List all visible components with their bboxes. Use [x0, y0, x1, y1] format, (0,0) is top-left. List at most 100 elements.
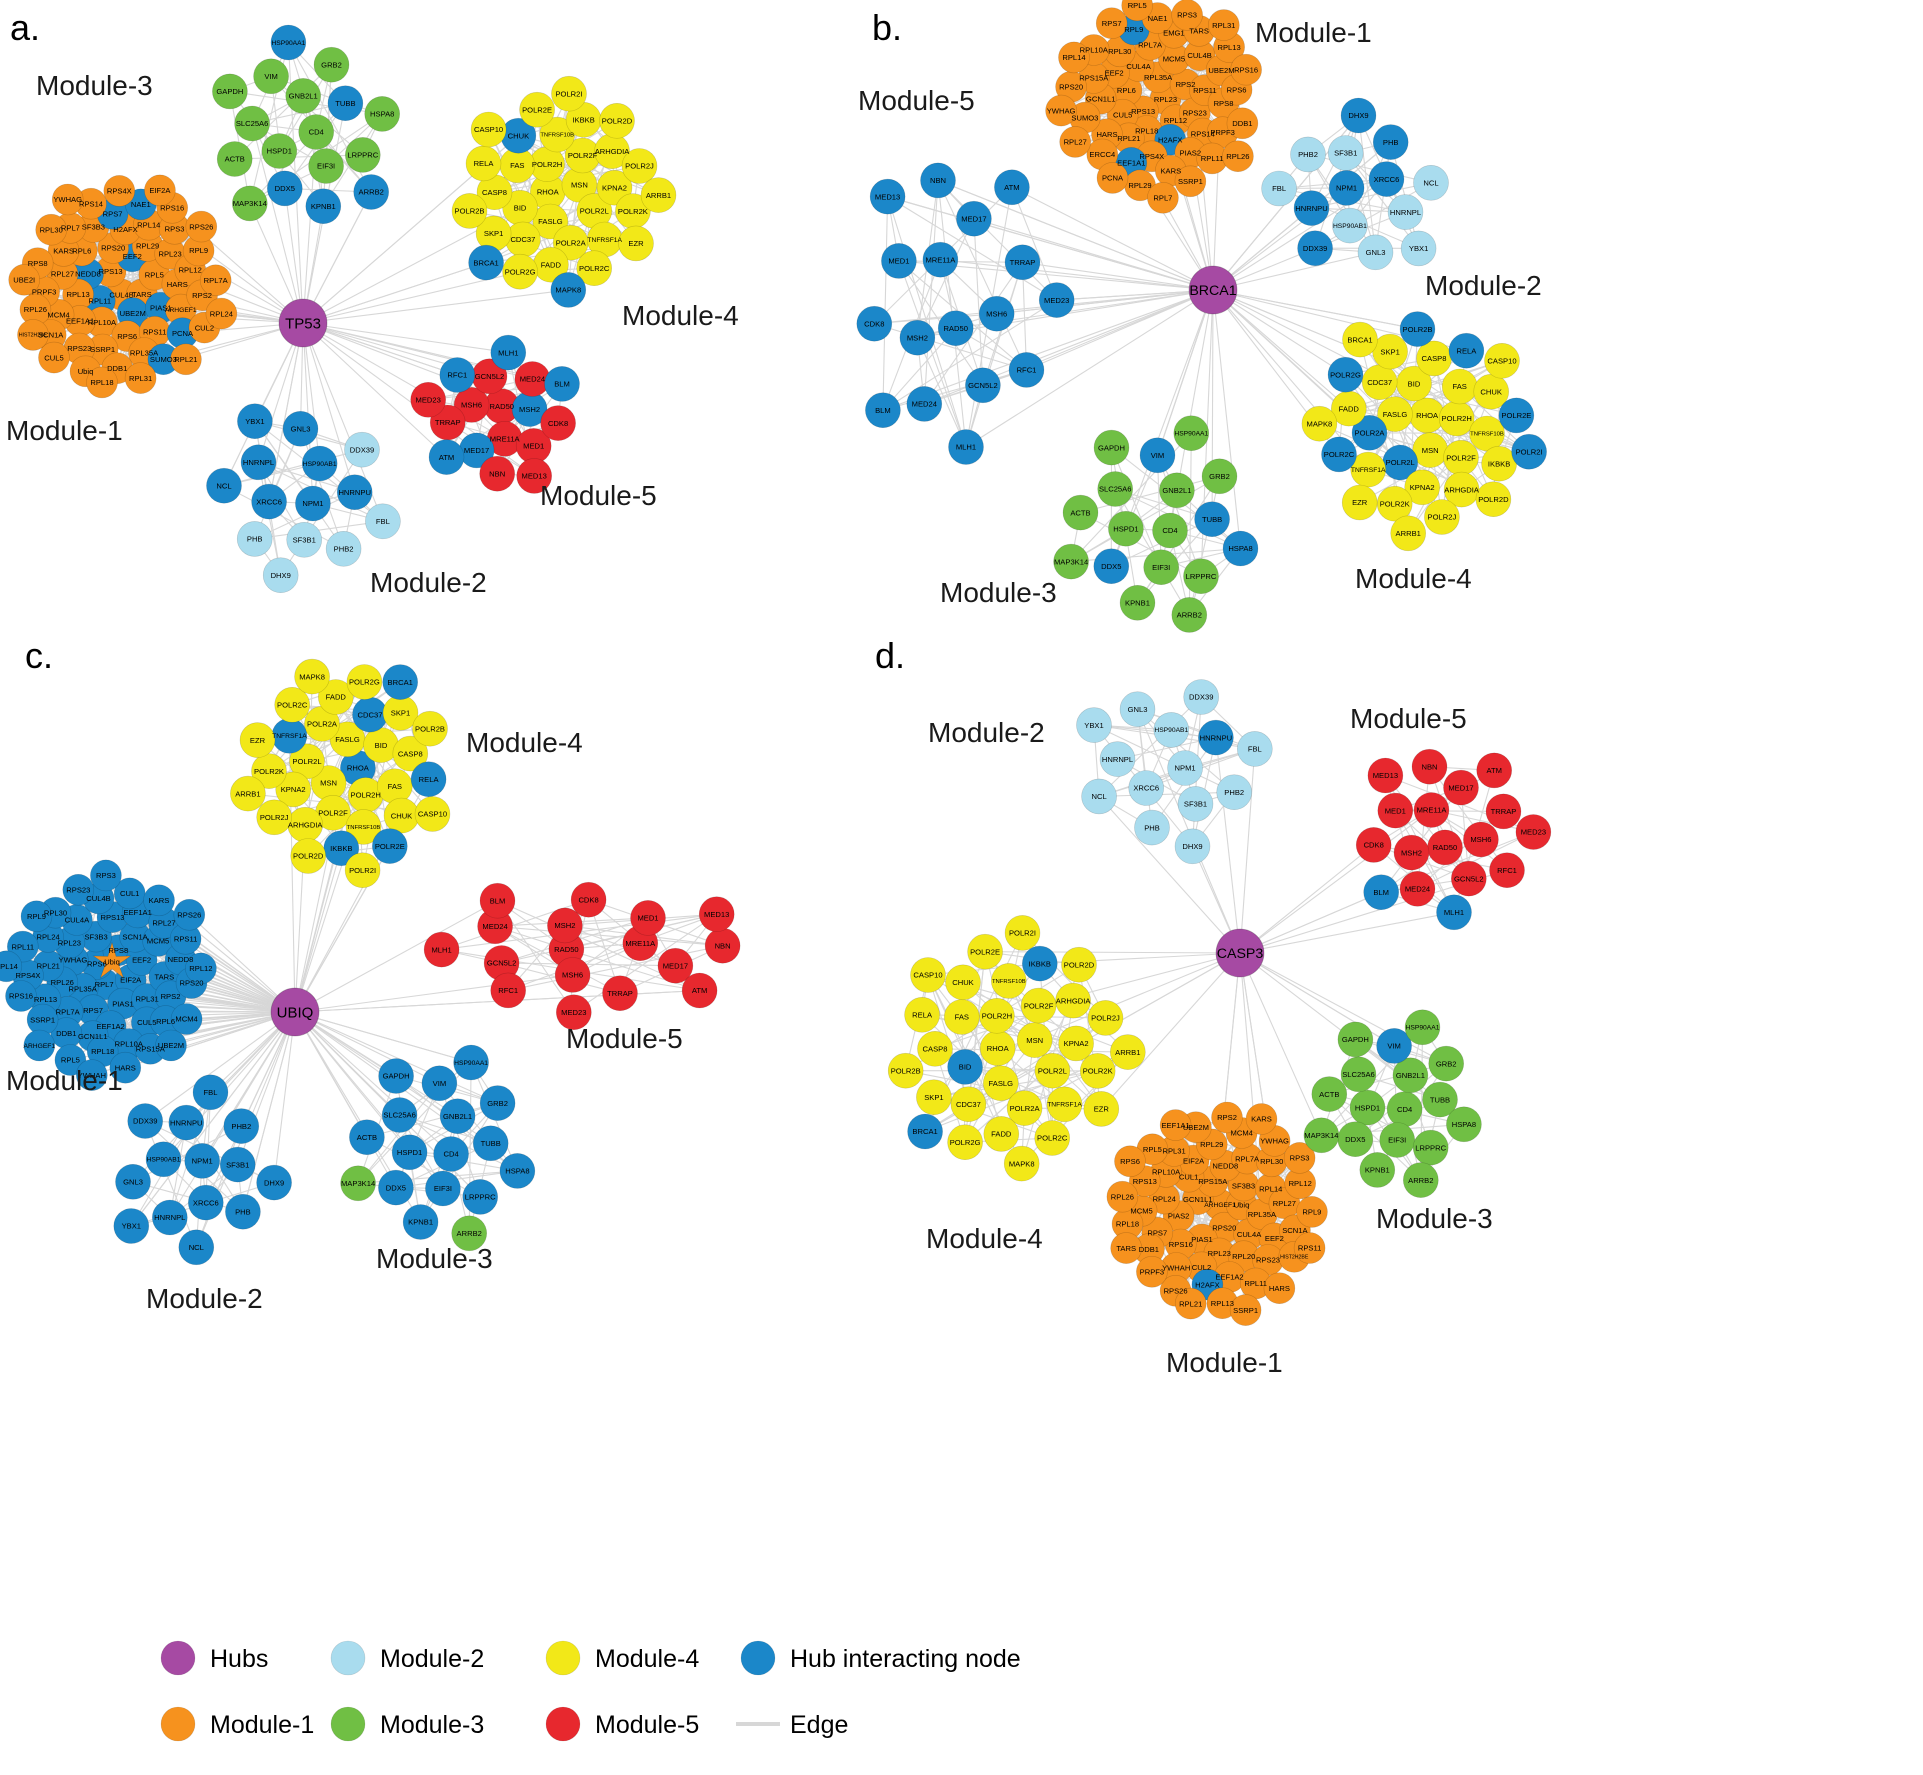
node-RPS3	[90, 859, 122, 892]
node-label: HIST2H2BE	[19, 333, 48, 339]
node-label: RHOA	[987, 1044, 1010, 1053]
node-CASP10	[414, 796, 451, 832]
node-label: EIF2A	[149, 186, 171, 195]
node-label: POLR2B	[891, 1066, 921, 1075]
node-label: RPL5	[1143, 1145, 1162, 1154]
node-label: MSH2	[1401, 848, 1422, 857]
node-label: RPL14	[137, 220, 160, 229]
edge	[1098, 696, 1202, 797]
node-label: SCN1A	[1282, 1226, 1308, 1235]
node-label: MRE11A	[925, 255, 956, 264]
node-label: ARRB1	[235, 789, 260, 798]
node-label: MCM5	[1163, 54, 1185, 63]
node-label: POLR2E	[1501, 411, 1531, 420]
node-label: MAPK8	[1307, 419, 1333, 428]
panel-letter: b.	[872, 7, 902, 48]
node-label: H2AFX	[1195, 1280, 1219, 1289]
node-label: HSP90AA1	[271, 40, 305, 47]
node-label: VIM	[1151, 451, 1165, 460]
node-PHB	[236, 521, 273, 557]
node-label: MAPK8	[555, 286, 581, 295]
legend-swatch-module-5	[545, 1706, 581, 1742]
node-label: XRCC6	[256, 497, 282, 506]
node-label: RPS23	[67, 344, 91, 353]
node-HARS	[1263, 1272, 1296, 1304]
module-label: Module-4	[466, 727, 583, 758]
node-YBX1	[1076, 707, 1112, 743]
node-label: GCN5L2	[968, 381, 998, 390]
legend-swatch-module-4	[545, 1640, 581, 1676]
node-RPS16	[1230, 53, 1262, 86]
node-label: CUL4A	[1237, 1230, 1262, 1239]
node-label: ARRB1	[646, 191, 671, 200]
node-label: RPS26	[1164, 1286, 1188, 1295]
node-label: HARS	[115, 1063, 136, 1072]
node-label: MED13	[875, 192, 900, 201]
node-SLC25A6	[1340, 1056, 1377, 1093]
node-MED13	[516, 458, 553, 494]
node-HSP90AB1	[1332, 207, 1368, 244]
node-label: H2AFX	[1158, 135, 1182, 144]
module-label: Module-3	[376, 1243, 493, 1274]
node-label: PHB2	[1224, 788, 1244, 797]
hub-edge	[201, 1011, 296, 1162]
node-NPM1	[1167, 750, 1203, 786]
node-label: MSN	[320, 779, 337, 788]
node-label: RHOA	[347, 764, 370, 773]
legend-swatch-hubs	[160, 1640, 196, 1676]
node-label: SUMO3	[150, 355, 177, 364]
node-label: BRCA1	[912, 1127, 937, 1136]
node-MED13	[1367, 757, 1404, 794]
node-label: NCL	[1423, 178, 1438, 187]
node-label: RPL7A	[56, 1007, 81, 1016]
node-label: RPL27	[1273, 1199, 1296, 1208]
node-label: CD4	[443, 1150, 458, 1159]
edge	[1307, 153, 1432, 184]
node-label: GCN5L2	[475, 372, 505, 381]
node-HSPD1	[1108, 510, 1144, 547]
node-label: MED23	[561, 1008, 586, 1017]
node-label: RPL27	[51, 270, 74, 279]
node-label: RPS2	[192, 291, 212, 300]
node-label: RPS11	[143, 327, 167, 336]
node-POLR2A	[1006, 1090, 1043, 1126]
node-label: MRE11A	[1417, 806, 1448, 815]
node-CDK8	[1355, 827, 1392, 863]
node-GNL3	[1119, 691, 1156, 728]
node-label: RPL23	[1208, 1249, 1231, 1258]
node-label: MED17	[663, 961, 688, 970]
edge	[420, 1116, 459, 1223]
node-RPS2	[1211, 1101, 1243, 1134]
node-label: DHX9	[264, 1178, 284, 1187]
hub-edge	[302, 289, 569, 324]
node-label: RPL18	[1116, 1220, 1139, 1229]
node-label: CASP8	[398, 749, 423, 758]
node-MED13	[869, 178, 906, 215]
node-label: ACTB	[357, 1133, 377, 1142]
node-label: CASP8	[923, 1044, 948, 1053]
node-RPL31	[1208, 9, 1240, 41]
node-label: HSPD1	[267, 147, 292, 156]
node-label: POLR2D	[293, 852, 324, 861]
node-TNFRSF10B	[990, 963, 1027, 999]
node-label: RPL11	[1201, 154, 1224, 163]
node-label: RAD50	[943, 324, 967, 333]
node-KPNB1	[305, 188, 342, 224]
module-label: Module-1	[6, 415, 123, 446]
edge	[887, 196, 1057, 301]
legend-label: Edge	[790, 1711, 848, 1739]
node-MED23	[555, 994, 592, 1031]
node-SSRP1	[1174, 165, 1207, 198]
nodes-layer	[8, 24, 677, 594]
node-RPL9	[1296, 1196, 1328, 1228]
node-label: RPS4X	[107, 187, 132, 196]
node-MAP3K14	[232, 185, 268, 222]
hub-edge	[1100, 952, 1241, 1110]
hub-edge	[887, 196, 1214, 291]
node-PCNA	[1096, 162, 1129, 194]
node-POLR2C	[576, 250, 613, 287]
edge	[927, 963, 1040, 976]
node-label: CUL2	[1192, 1263, 1211, 1272]
node-label: RPL11	[1244, 1279, 1267, 1288]
node-label: HNRNPL	[154, 1213, 185, 1222]
